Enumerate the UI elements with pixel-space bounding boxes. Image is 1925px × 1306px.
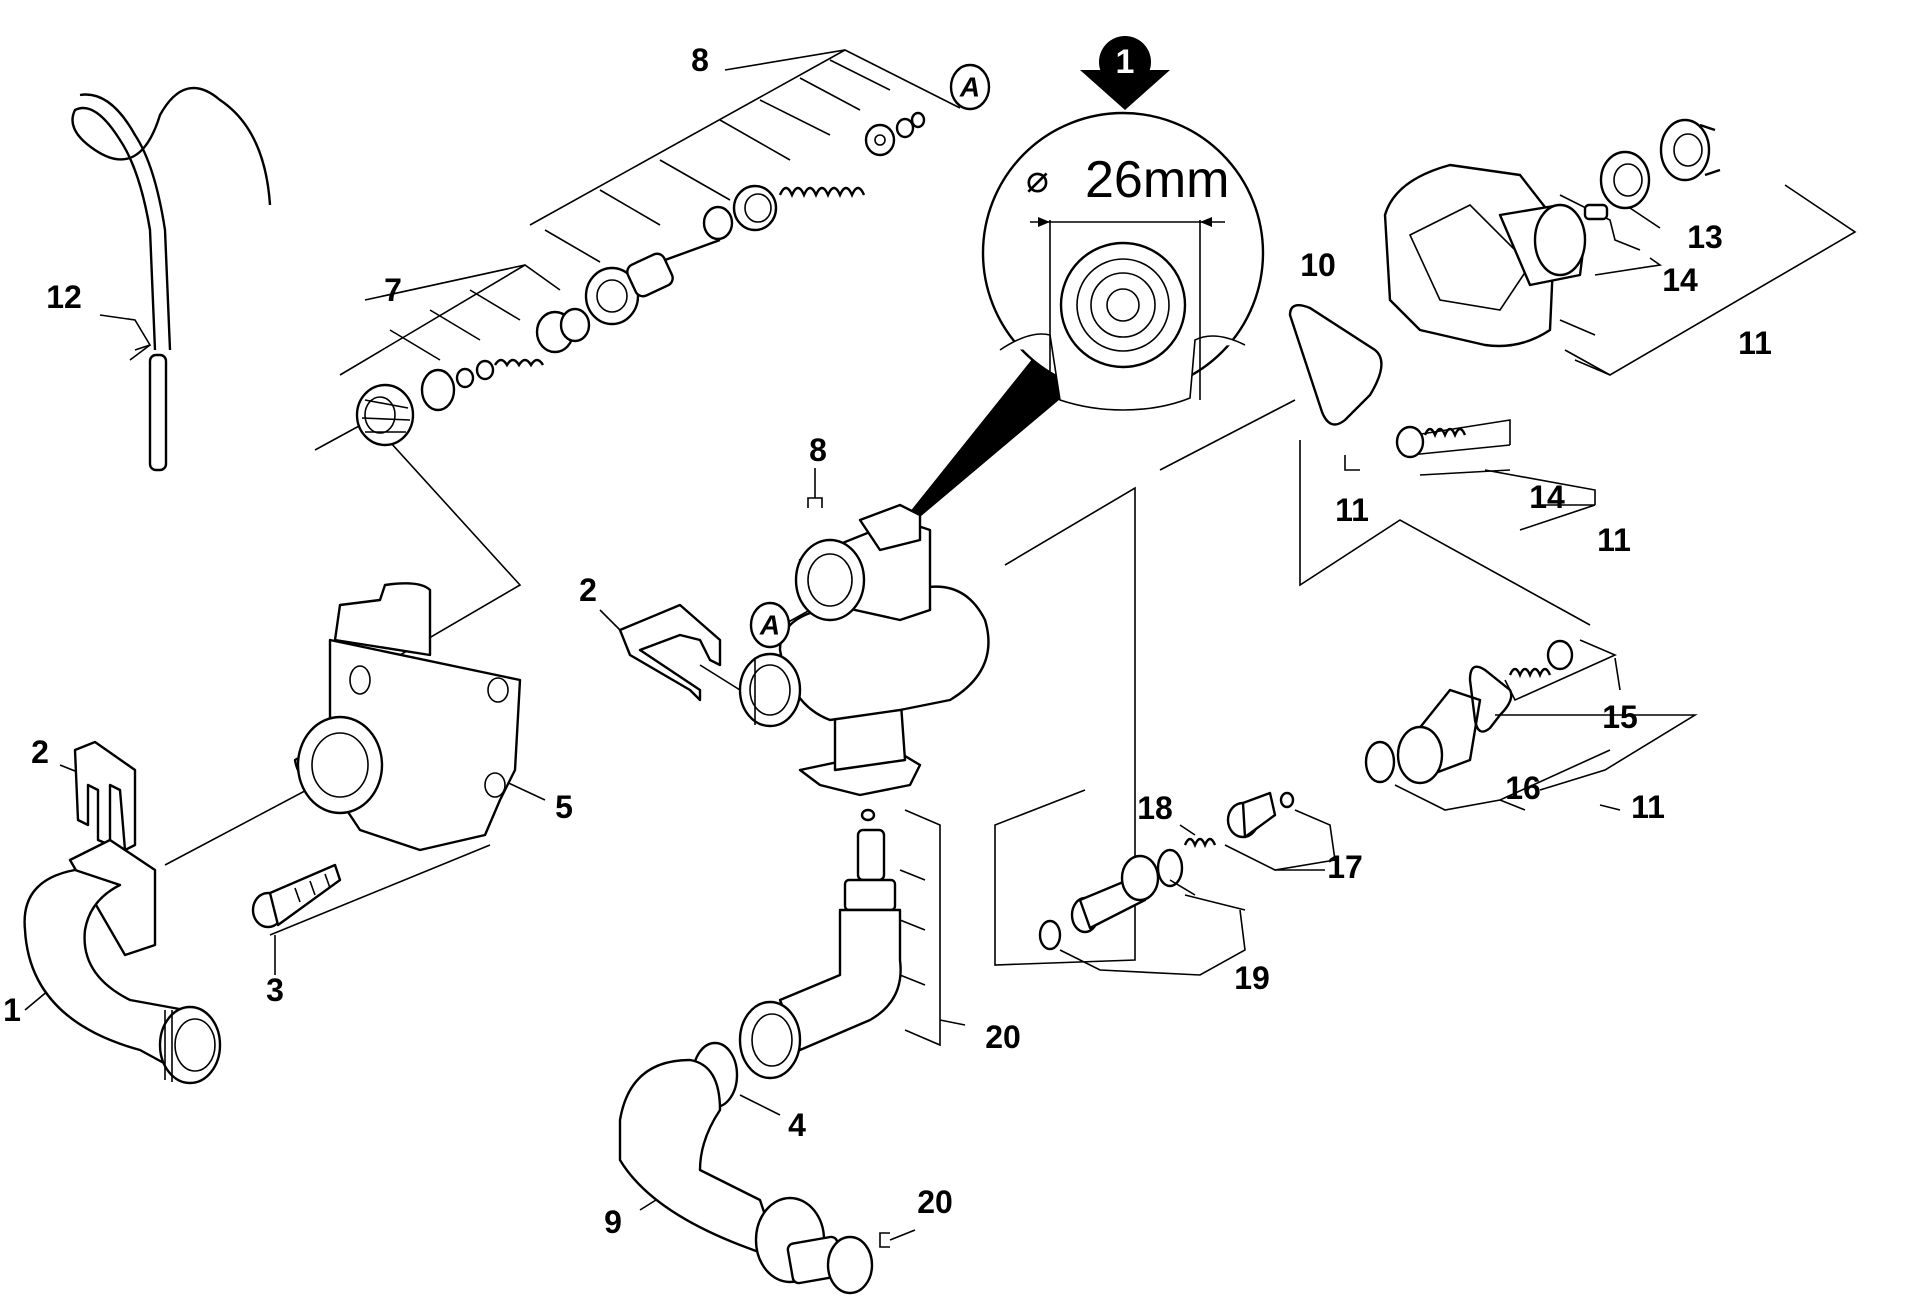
part-2-clip-left (73, 740, 137, 852)
part-3-screw (251, 863, 342, 929)
callout-16: 16 (1505, 770, 1541, 806)
part-1-elbow (23, 838, 222, 1085)
callout-3: 3 (266, 972, 284, 1008)
part-18-spring (1183, 837, 1217, 849)
detail-dimension: 26mm (1085, 151, 1229, 209)
callout-11-bottom: 11 (1631, 789, 1665, 825)
callout-5: 5 (555, 789, 573, 825)
part-15-spring (1508, 639, 1574, 679)
callout-4: 4 (788, 1107, 806, 1143)
detail-1-arrow-marker: 1 (1080, 36, 1170, 110)
callout-11-top: 11 (1738, 325, 1772, 361)
callout-11-mid: 11 (1597, 522, 1631, 558)
part-17-seat (1226, 791, 1295, 839)
callout-labels: 1 2 2 3 4 5 7 8 8 9 10 11 11 11 11 12 13… (3, 42, 1772, 1240)
marker-a-top: A (949, 63, 991, 111)
part-19-valve-stem (1038, 848, 1184, 951)
marker-a-top-label: A (959, 72, 980, 103)
part-8-valve-stack (584, 111, 926, 326)
callout-9: 9 (604, 1204, 622, 1240)
part-2-clip-center (618, 603, 722, 702)
detail-view-1: ⌀ 26mm (981, 111, 1265, 411)
part-13-14-rings (1583, 118, 1721, 221)
marker-a-center: A (749, 601, 791, 649)
callout-18: 18 (1137, 790, 1173, 826)
callout-7: 7 (384, 272, 402, 308)
part-11-valve-block (1383, 163, 1587, 348)
callout-13: 13 (1687, 219, 1723, 255)
part-7-valve-assembly (355, 307, 591, 447)
part-5-housing (293, 582, 522, 852)
callout-20-bottom: 20 (917, 1184, 953, 1220)
callout-2-left: 2 (31, 734, 49, 770)
callout-8-top: 8 (691, 42, 709, 78)
detail-diameter-symbol: ⌀ (1026, 159, 1049, 201)
callout-14-mid: 14 (1529, 479, 1565, 515)
callout-15: 15 (1602, 699, 1638, 735)
callout-10: 10 (1300, 247, 1336, 283)
callout-14-top: 14 (1662, 262, 1698, 298)
part-16-valve (1364, 665, 1513, 785)
callout-17: 17 (1327, 849, 1363, 885)
part-9-elbow-hose (618, 1058, 874, 1295)
callout-20-center: 20 (985, 1019, 1021, 1055)
callout-1: 1 (3, 992, 21, 1028)
part-12-hose-bracket (71, 86, 272, 472)
callout-8-center: 8 (809, 432, 827, 468)
part-14-spring (1395, 425, 1467, 459)
part-10-gasket (1288, 304, 1383, 426)
callout-2-center: 2 (579, 572, 597, 608)
marker-a-center-label: A (759, 610, 780, 641)
callout-11-gasket: 11 (1335, 492, 1369, 528)
callout-12: 12 (46, 279, 82, 315)
part-20-nipple (738, 808, 902, 1080)
callout-19: 19 (1234, 960, 1270, 996)
detail-1-number: 1 (1116, 43, 1135, 81)
central-valve-head (738, 503, 990, 797)
